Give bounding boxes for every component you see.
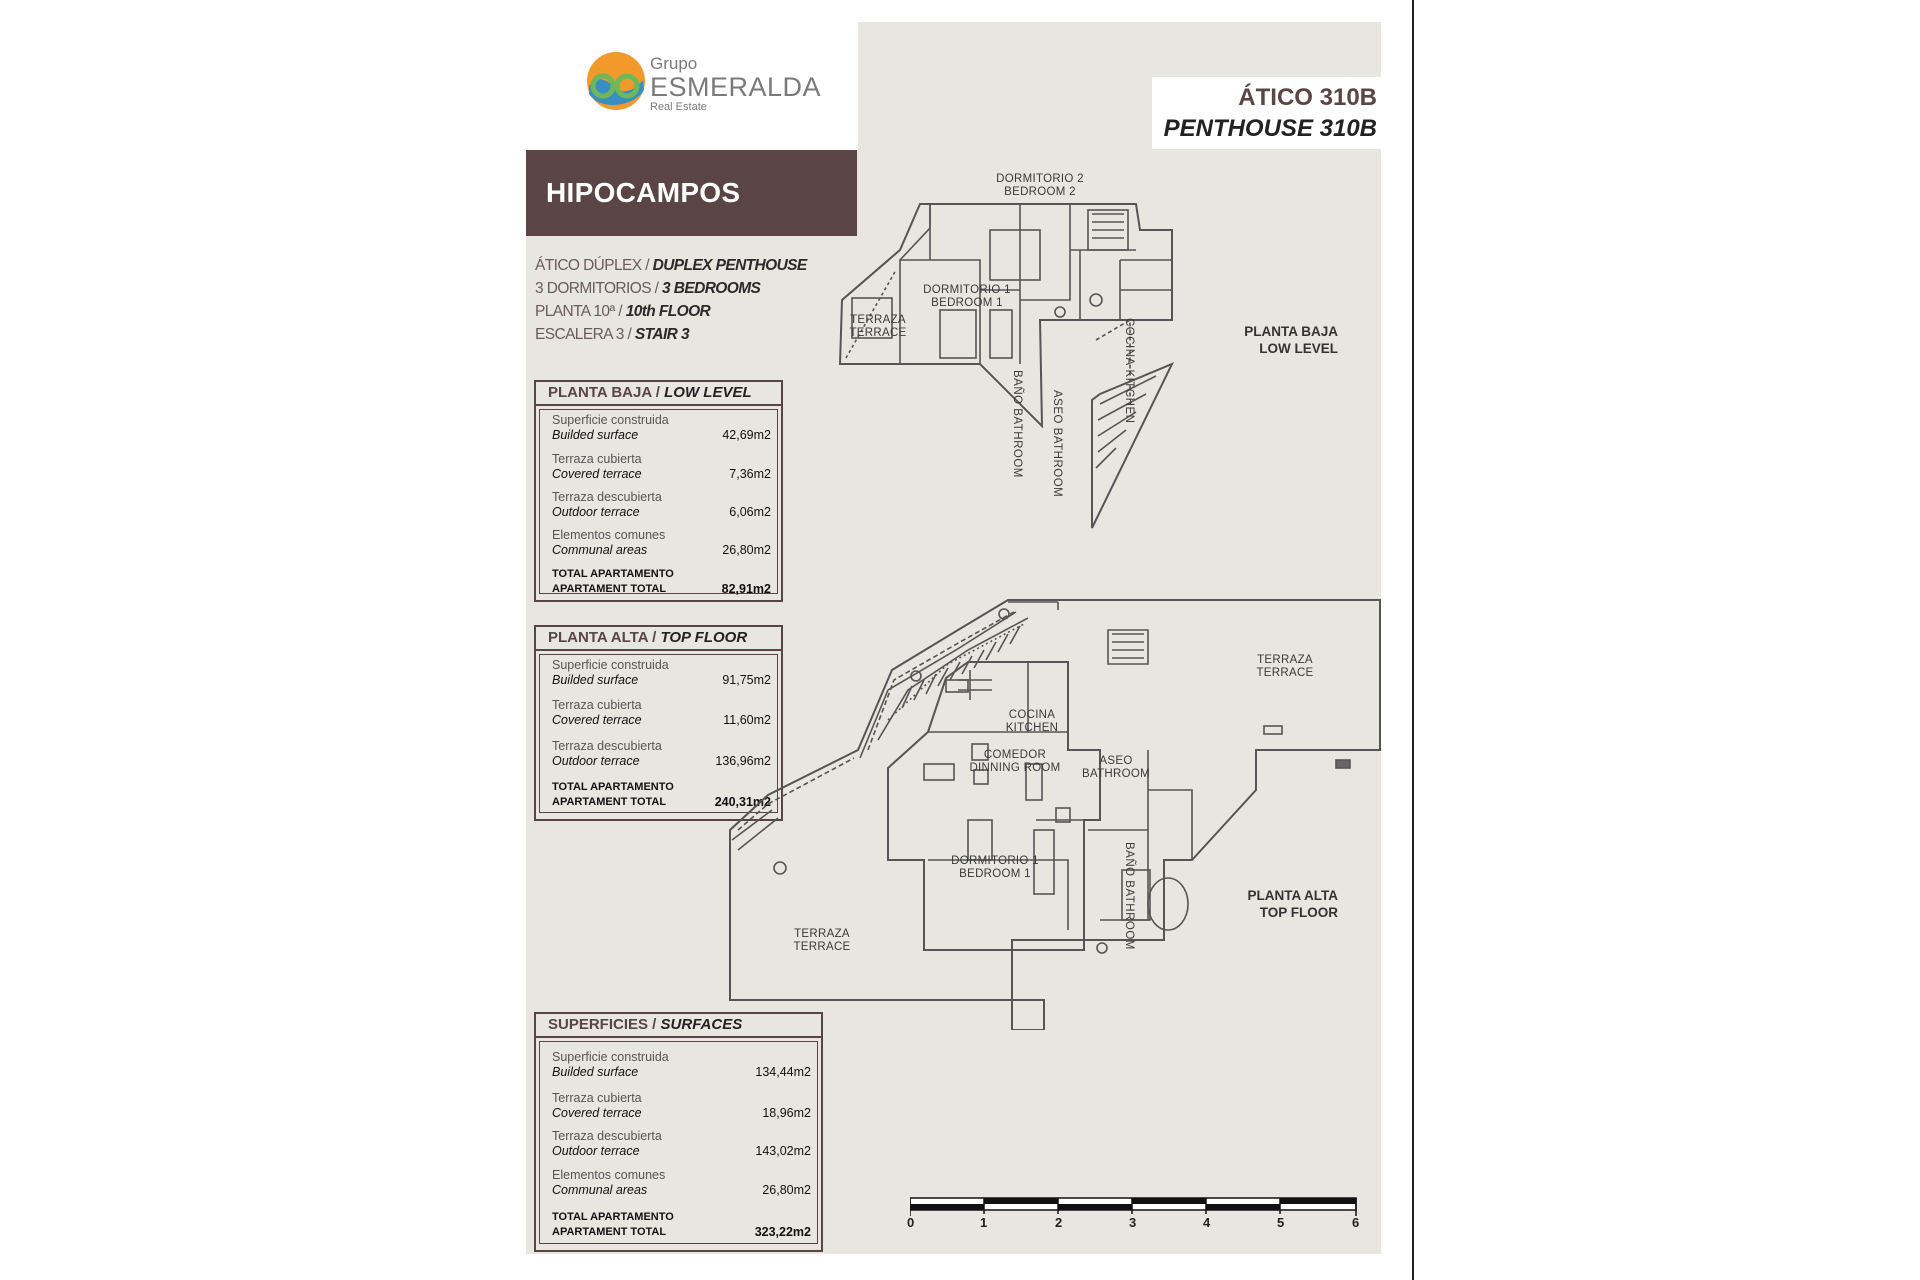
reference-box: ÁTICO 310B PENTHOUSE 310B	[1152, 77, 1381, 149]
logo-name: ESMERALDA	[650, 72, 822, 102]
scale-label: 1	[980, 1215, 988, 1230]
logo-subtitle: Real Estate	[650, 101, 707, 113]
logo-icon	[587, 52, 645, 110]
reference-en: PENTHOUSE 310B	[1163, 115, 1377, 142]
table-surfaces: SUPERFICIES / SURFACES Superficie constr…	[534, 1012, 823, 1252]
floorplan-top-floor	[729, 599, 1381, 1030]
page-edge-line	[1412, 0, 1414, 1280]
scale-label: 5	[1277, 1215, 1285, 1230]
table-title: PLANTA BAJA / LOW LEVEL	[536, 382, 781, 406]
logo-wordmark: Grupo ESMERALDA Real Estate	[650, 55, 821, 114]
table-top-floor: PLANTA ALTA / TOP FLOOR Superficie const…	[534, 625, 783, 821]
table-title: PLANTA ALTA / TOP FLOOR	[536, 627, 781, 651]
scale-label: 4	[1203, 1215, 1211, 1230]
project-title-bar: HIPOCAMPOS	[526, 150, 857, 236]
table-low-level: PLANTA BAJA / LOW LEVEL Superficie const…	[534, 380, 783, 602]
table-title: SUPERFICIES / SURFACES	[536, 1014, 821, 1038]
logo-grupo: Grupo	[650, 54, 698, 73]
scale-label: 2	[1055, 1215, 1063, 1230]
info-line: ÁTICO DÚPLEX / DUPLEX PENTHOUSE	[535, 257, 807, 274]
room-label-kitchen: COCINA KITCHEN	[1123, 318, 1135, 424]
scale-bar	[910, 1197, 1357, 1216]
scale-label: 6	[1352, 1215, 1360, 1230]
logo-area	[526, 22, 858, 150]
room-label-bath: BAÑO BATHROOM	[1011, 370, 1023, 478]
project-title: HIPOCAMPOS	[546, 177, 741, 208]
scale-label: 3	[1129, 1215, 1137, 1230]
reference-es: ÁTICO 310B	[1238, 84, 1377, 111]
room-label-bath-top: BAÑO BATHROOM	[1123, 842, 1135, 950]
floorplan-low-level	[838, 203, 1175, 529]
property-info: ÁTICO DÚPLEX / DUPLEX PENTHOUSE 3 DORMIT…	[535, 254, 807, 346]
room-label-toilet: ASEO BATHROOM	[1051, 390, 1063, 498]
info-line: PLANTA 10ª / 10th FLOOR	[535, 303, 711, 320]
scale-label: 0	[907, 1215, 915, 1230]
info-line: 3 DORMITORIOS / 3 BEDROOMS	[535, 280, 761, 297]
info-line: ESCALERA 3 / STAIR 3	[535, 326, 690, 343]
